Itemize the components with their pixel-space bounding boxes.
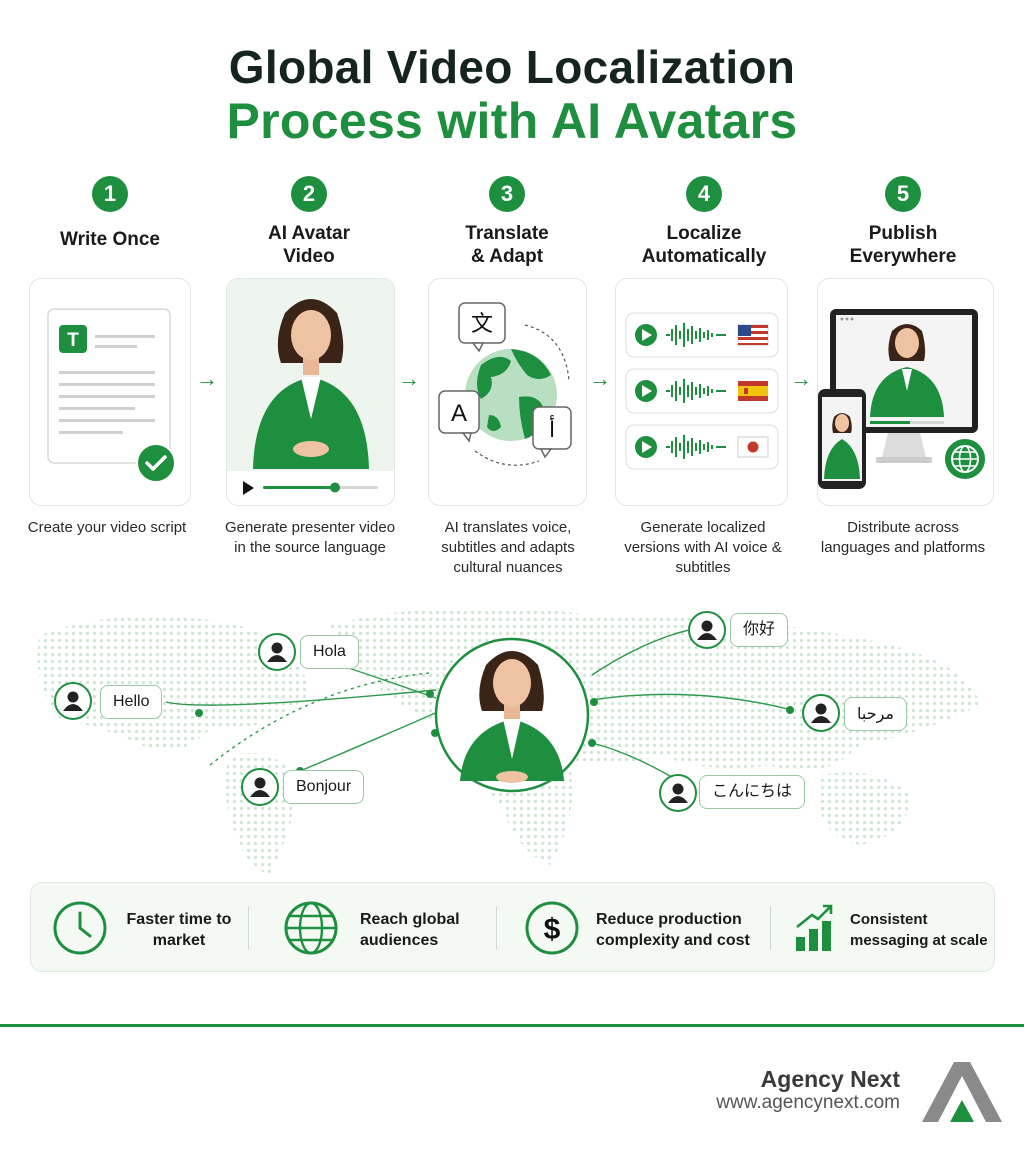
arabic-glyph: أ [549, 415, 555, 443]
title-line-1: Global Video Localization [228, 41, 796, 93]
check-icon [136, 443, 176, 483]
avatar-video-card [226, 278, 395, 506]
step-3: 3 Translate & Adapt [422, 176, 592, 268]
step-4: 4 Localize Automatically [619, 176, 789, 268]
step-title: AI Avatar Video [267, 223, 350, 267]
publish-card [817, 278, 994, 506]
step-title: Translate & Adapt [465, 223, 549, 267]
arrow-icon: → [589, 366, 611, 391]
brand-name: Agency Next [760, 1066, 900, 1092]
user-icon [258, 633, 296, 671]
greeting-hola: Hola [300, 635, 359, 669]
world-map-network [37, 607, 980, 875]
video-progress-handle [330, 482, 340, 493]
audio-versions-illustration [625, 312, 779, 470]
spain-flag-icon [738, 381, 768, 401]
user-icon [54, 682, 92, 720]
connector-hello [165, 689, 437, 706]
greeting-konnichiwa: こんにちは [699, 775, 806, 809]
greeting-hello: Hello [100, 685, 163, 719]
footer-divider [0, 1024, 1024, 1027]
audio-row-us [625, 312, 779, 358]
video-progress-fill [263, 486, 335, 489]
script-document-illustration: T [47, 308, 176, 483]
central-avatar [460, 651, 564, 783]
arrow-icon: → [790, 366, 812, 391]
step-1-desc: Create your video script [27, 519, 187, 536]
step-number: 2 [291, 176, 327, 212]
step-1: 1 Write Once [25, 176, 195, 251]
step-2-desc: Generate presenter video in the source l… [224, 519, 396, 556]
step-title: Localize Automatically [641, 223, 767, 267]
user-icon [802, 694, 840, 732]
dollar-icon: $ [525, 901, 579, 955]
greeting-nihao: 你好 [730, 613, 789, 647]
step-number: 5 [885, 176, 921, 212]
script-t-icon [59, 325, 87, 353]
chinese-glyph: 文 [471, 311, 493, 336]
greeting-marhaba: مرحبا [844, 697, 907, 731]
user-icon [688, 611, 726, 649]
step-3-desc: AI translates voice, subtitles and adapt… [441, 519, 575, 576]
arrow-icon: → [196, 366, 218, 391]
audio-row-es [625, 368, 779, 414]
script-card: T [29, 278, 191, 506]
arabic-bubble [532, 406, 572, 450]
us-flag-icon [738, 325, 768, 345]
divider [496, 906, 497, 950]
step-5: 5 Publish Everywhere [818, 176, 988, 268]
step-number: 1 [92, 176, 128, 212]
script-t-letter: T [67, 330, 79, 351]
translate-globe-illustration: 文 A أ [438, 302, 572, 466]
greeting-bonjour: Bonjour [283, 770, 365, 804]
play-icon [243, 481, 254, 495]
divider [770, 906, 771, 950]
arrow-icon: → [398, 366, 420, 391]
growth-chart-icon [796, 904, 833, 951]
benefit-2-label: Reach global audiences [360, 911, 460, 949]
benefit-3-label: Reduce production complexity and cost [596, 911, 750, 949]
connector-dashed [209, 672, 431, 766]
devices-illustration [818, 309, 987, 489]
step-5-desc: Distribute across languages and platform… [820, 519, 986, 556]
audio-row-jp [625, 424, 779, 470]
connector-bonjour [299, 710, 441, 772]
benefit-1-label: Faster time to market [126, 911, 232, 949]
translate-card: 文 A أ [428, 278, 587, 506]
step-2: 2 AI Avatar Video [224, 176, 394, 268]
step-title: Publish Everywhere [849, 223, 957, 267]
localize-card [615, 278, 788, 506]
title-line-2: Process with AI Avatars [226, 93, 798, 149]
clock-icon [53, 901, 107, 955]
user-icon [659, 774, 697, 812]
agency-next-logo [922, 1062, 1002, 1122]
avatar-presenter-illustration [227, 299, 394, 505]
brand-url[interactable]: www.agencynext.com [716, 1092, 900, 1113]
user-icon [241, 768, 279, 806]
latin-bubble [438, 390, 480, 434]
step-4-desc: Generate localized versions with AI voic… [624, 519, 782, 576]
step-number: 3 [489, 176, 525, 212]
globe-icon [284, 901, 338, 955]
latin-glyph: A [451, 400, 467, 427]
connector-marhaba [591, 693, 793, 711]
benefits-bar [30, 882, 995, 972]
divider [248, 906, 249, 950]
benefit-4-label: Consistent messaging at scale [850, 911, 988, 949]
svg-text:$: $ [544, 913, 561, 946]
step-title: Write Once [60, 229, 160, 250]
step-number: 4 [686, 176, 722, 212]
japan-flag-icon [737, 436, 769, 458]
